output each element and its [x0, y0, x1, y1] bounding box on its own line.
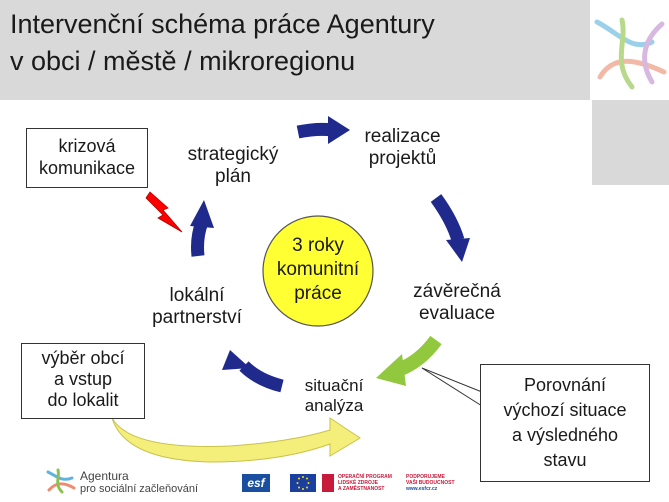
cycle-arrow-bottom — [222, 350, 284, 393]
realization-line-2: projektů — [368, 148, 437, 169]
label-situation-analysis: situační analýza — [284, 376, 384, 416]
callout-line — [421, 367, 483, 407]
partnership-line-1: lokální — [169, 285, 225, 306]
entry-line-3: do lokalit — [47, 390, 119, 410]
agency-name-line-1: Agentura — [80, 469, 129, 483]
cycle-arrow-top — [296, 116, 350, 144]
label-local-partnership: lokální partnerství — [132, 285, 262, 329]
compare-line-4: stavu — [543, 450, 587, 470]
label-final-evaluation: závěrečná evaluace — [396, 281, 518, 325]
crisis-line-2: komunikace — [38, 158, 136, 178]
strategic-plan-line-1: strategický — [187, 144, 279, 165]
header-bar: Intervenční schéma práce Agentury v obci… — [0, 0, 590, 100]
compare-line-1: Porovnání — [523, 375, 607, 395]
program-text-1: OPERAČNÍ PROGRAM — [338, 474, 392, 480]
cycle-arrow-right — [430, 194, 470, 262]
support-text: PODPORUJEME VAŠI BUDOUCNOST www.esfcr.cz — [406, 474, 466, 492]
cycle-arrow-left — [190, 200, 214, 257]
crisis-line-1: krizová — [58, 136, 116, 156]
compare-line-3: a výsledného — [511, 425, 619, 445]
program-text-2: LIDSKÉ ZDROJE — [338, 480, 379, 486]
entry-line-1: výběr obcí — [41, 348, 125, 368]
center-text: 3 roky komunitní práce — [263, 234, 373, 306]
label-project-realization: realizace projektů — [340, 126, 465, 170]
agency-name: Agentura pro sociální začleňování — [80, 470, 210, 496]
support-text-2: VAŠI BUDOUCNOST — [406, 480, 455, 486]
website-text: www.esfcr.cz — [406, 486, 438, 492]
strategic-plan-line-2: plán — [215, 166, 251, 187]
title-line-1: Intervenční schéma práce Agentury — [10, 9, 435, 39]
agency-logo — [46, 468, 76, 494]
evaluation-line-1: závěrečná — [413, 281, 501, 302]
center-circle — [262, 215, 374, 327]
program-text: OPERAČNÍ PROGRAM LIDSKÉ ZDROJE A ZAMĚSTN… — [338, 474, 398, 492]
evaluation-line-2: evaluace — [418, 303, 496, 324]
intervention-diagram — [111, 116, 483, 463]
yellow-arrow — [111, 417, 361, 463]
comparison-box: Porovnání výchozí situace a výsledného s… — [480, 364, 650, 482]
partnership-line-2: partnerství — [152, 307, 242, 328]
agency-name-line-2: pro sociální začleňování — [80, 483, 199, 495]
esf-logo: esf — [242, 474, 270, 492]
entry-selection-box: výběr obcí a vstup do lokalit — [21, 343, 145, 419]
realization-line-1: realizace — [364, 126, 441, 147]
title-line-2: v obci / městě / mikroregionu — [10, 46, 356, 76]
callout-line-2 — [421, 367, 483, 393]
center-line-1: 3 roky — [292, 235, 344, 256]
green-arrow — [376, 335, 442, 386]
support-text-1: PODPORUJEME — [406, 474, 445, 480]
agency-corner-logo — [592, 12, 669, 92]
entry-line-2: a vstup — [53, 369, 113, 389]
eu-flag-icon — [290, 474, 316, 492]
esf-label: esf — [247, 476, 265, 490]
center-line-2: komunitní — [276, 259, 360, 280]
slide-title: Intervenční schéma práce Agentury v obci… — [10, 6, 580, 80]
label-strategic-plan: strategický plán — [168, 144, 298, 188]
crisis-communication-box: krizová komunikace — [26, 128, 148, 188]
compare-line-2: výchozí situace — [503, 400, 627, 420]
situation-line-2: analýza — [304, 396, 364, 415]
program-text-3: A ZAMĚSTNANOST — [338, 486, 385, 492]
situation-line-1: situační — [304, 376, 364, 395]
program-logo-icon — [322, 474, 334, 492]
lightning-icon — [145, 191, 183, 233]
center-line-3: práce — [294, 283, 342, 304]
side-gray-panel — [592, 100, 669, 185]
